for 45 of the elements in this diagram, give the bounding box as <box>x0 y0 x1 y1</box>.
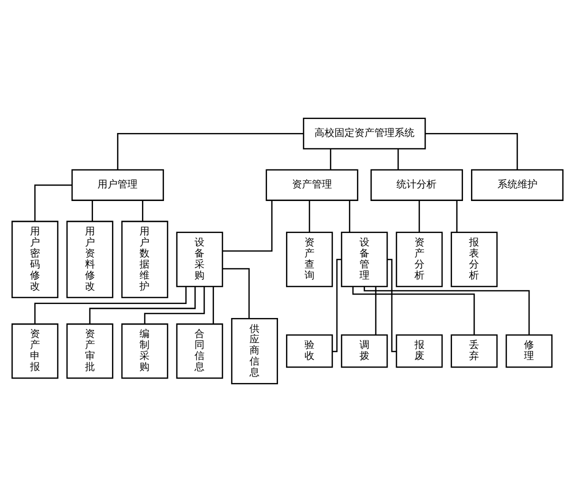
connector <box>332 258 342 352</box>
connector <box>364 286 530 335</box>
node-box: 设备管理 <box>340 232 388 288</box>
node-box: 编制采购 <box>121 323 168 379</box>
connector <box>375 286 376 335</box>
node-box: 供应商信息 <box>231 318 278 384</box>
connector <box>398 149 399 170</box>
node-box: 用户资料修改 <box>66 220 114 298</box>
node-box: 验收 <box>286 334 333 368</box>
connector <box>456 200 458 232</box>
node-box: 统计分析 <box>370 169 463 201</box>
connector <box>144 286 205 324</box>
connector <box>34 184 72 222</box>
node-box: 设备采购 <box>176 232 224 288</box>
node-box: 调拨 <box>340 334 388 368</box>
node-box: 合同信息 <box>176 323 224 379</box>
connector <box>418 200 420 232</box>
node-box: 用户密码修改 <box>11 220 58 298</box>
node-box: 报表分析 <box>450 232 498 288</box>
node-box: 资产分析 <box>396 232 443 288</box>
connector <box>222 200 272 252</box>
connector <box>330 149 332 170</box>
connector <box>387 258 396 352</box>
node-box: 资产申报 <box>11 323 58 379</box>
node-box: 系统维护 <box>471 169 564 201</box>
connector <box>34 286 187 324</box>
node-box: 高校固定资产管理系统 <box>302 118 426 150</box>
node-box: 报废 <box>396 334 443 368</box>
connector <box>92 200 93 222</box>
connector <box>117 132 304 170</box>
node-box: 修理 <box>506 334 553 368</box>
connector <box>348 200 350 232</box>
node-box: 资产审批 <box>66 323 114 379</box>
node-box: 资产管理 <box>266 169 358 201</box>
node-box: 丢弃 <box>450 334 498 368</box>
connector <box>308 200 310 232</box>
connector <box>425 132 518 170</box>
node-box: 用户管理 <box>71 169 164 201</box>
connector <box>89 286 196 324</box>
connector <box>142 200 144 222</box>
connector <box>222 268 250 319</box>
node-box: 资产查询 <box>286 232 333 288</box>
connector <box>352 286 475 335</box>
node-box: 用户数据维护 <box>121 220 168 298</box>
connector <box>212 286 214 324</box>
